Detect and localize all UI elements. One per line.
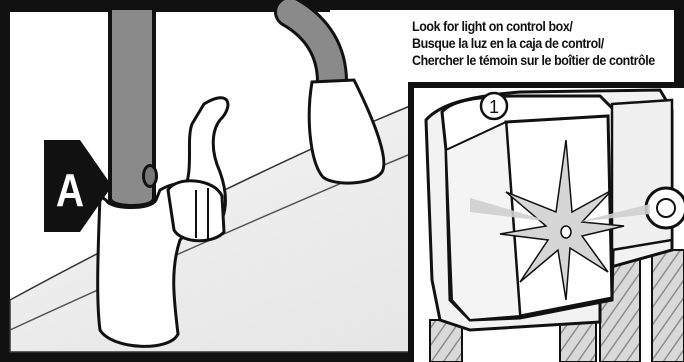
callout-label: A (53, 152, 87, 228)
braided-hose-far (652, 250, 684, 362)
control-box-side (446, 122, 520, 320)
caption-line-es: Busque la luz en la caja de control/ (412, 35, 663, 52)
instruction-caption: Look for light on control box/ Busque la… (412, 18, 663, 69)
caption-line-fr: Chercher le témoin sur le boîtier de con… (412, 52, 663, 69)
caption-line-en: Look for light on control box/ (412, 18, 663, 35)
status-light (561, 226, 571, 238)
module-number: 1 (489, 97, 499, 117)
indicator-light-inner (145, 167, 155, 185)
